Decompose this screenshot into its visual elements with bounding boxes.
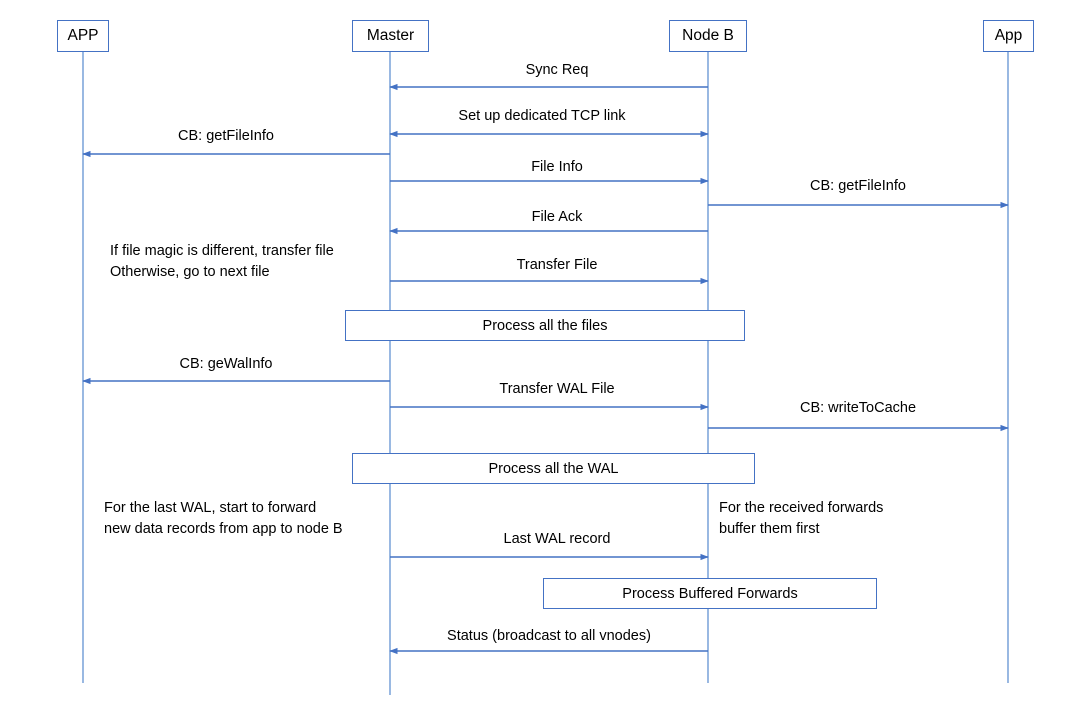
message-label-transfer-file: Transfer File: [516, 257, 598, 273]
process-box-label: Process all the WAL: [488, 460, 619, 477]
lifeline-label: Node B: [682, 27, 734, 44]
message-label-setup-tcp-link: Set up dedicated TCP link: [458, 108, 626, 124]
message-label-cb-write-to-cache: CB: writeToCache: [799, 400, 917, 416]
process-box-label: Process Buffered Forwards: [622, 585, 798, 602]
process-box-process-buffered-forwards[interactable]: Process Buffered Forwards: [543, 578, 877, 609]
message-label-status-broadcast: Status (broadcast to all vnodes): [447, 628, 651, 644]
message-arrows: [82, 83, 1009, 655]
lifeline-label: Master: [366, 27, 415, 44]
process-box-process-all-files[interactable]: Process all the files: [345, 310, 745, 341]
lifeline-header-node_b[interactable]: Node B: [669, 20, 747, 52]
lifeline-header-app_left[interactable]: APP: [57, 20, 109, 52]
process-box-label: Process all the files: [482, 317, 608, 334]
lifelines: [82, 52, 1009, 695]
lifeline-header-master[interactable]: Master: [352, 20, 429, 52]
message-label-cb-get-file-info-l: CB: getFileInfo: [178, 128, 274, 144]
message-label-transfer-wal-file: Transfer WAL File: [499, 381, 615, 397]
message-label-cb-get-file-info-r: CB: getFileInfo: [810, 178, 906, 194]
message-label-cb-ge-wal-info: CB: geWalInfo: [179, 356, 273, 372]
message-label-last-wal-record: Last WAL record: [503, 531, 611, 547]
lifeline-label: APP: [67, 27, 99, 44]
message-label-file-info: File Info: [531, 159, 583, 175]
lifeline-header-app_right[interactable]: App: [983, 20, 1034, 52]
message-label-sync-req: Sync Req: [525, 62, 589, 78]
note-note-buffer-forwards: For the received forwards buffer them fi…: [719, 500, 884, 537]
process-box-process-all-wal[interactable]: Process all the WAL: [352, 453, 755, 484]
note-note-file-magic: If file magic is different, transfer fil…: [110, 243, 334, 280]
message-label-file-ack: File Ack: [531, 209, 583, 225]
note-note-last-wal-forward: For the last WAL, start to forward new d…: [104, 500, 343, 537]
lifeline-label: App: [994, 27, 1023, 44]
